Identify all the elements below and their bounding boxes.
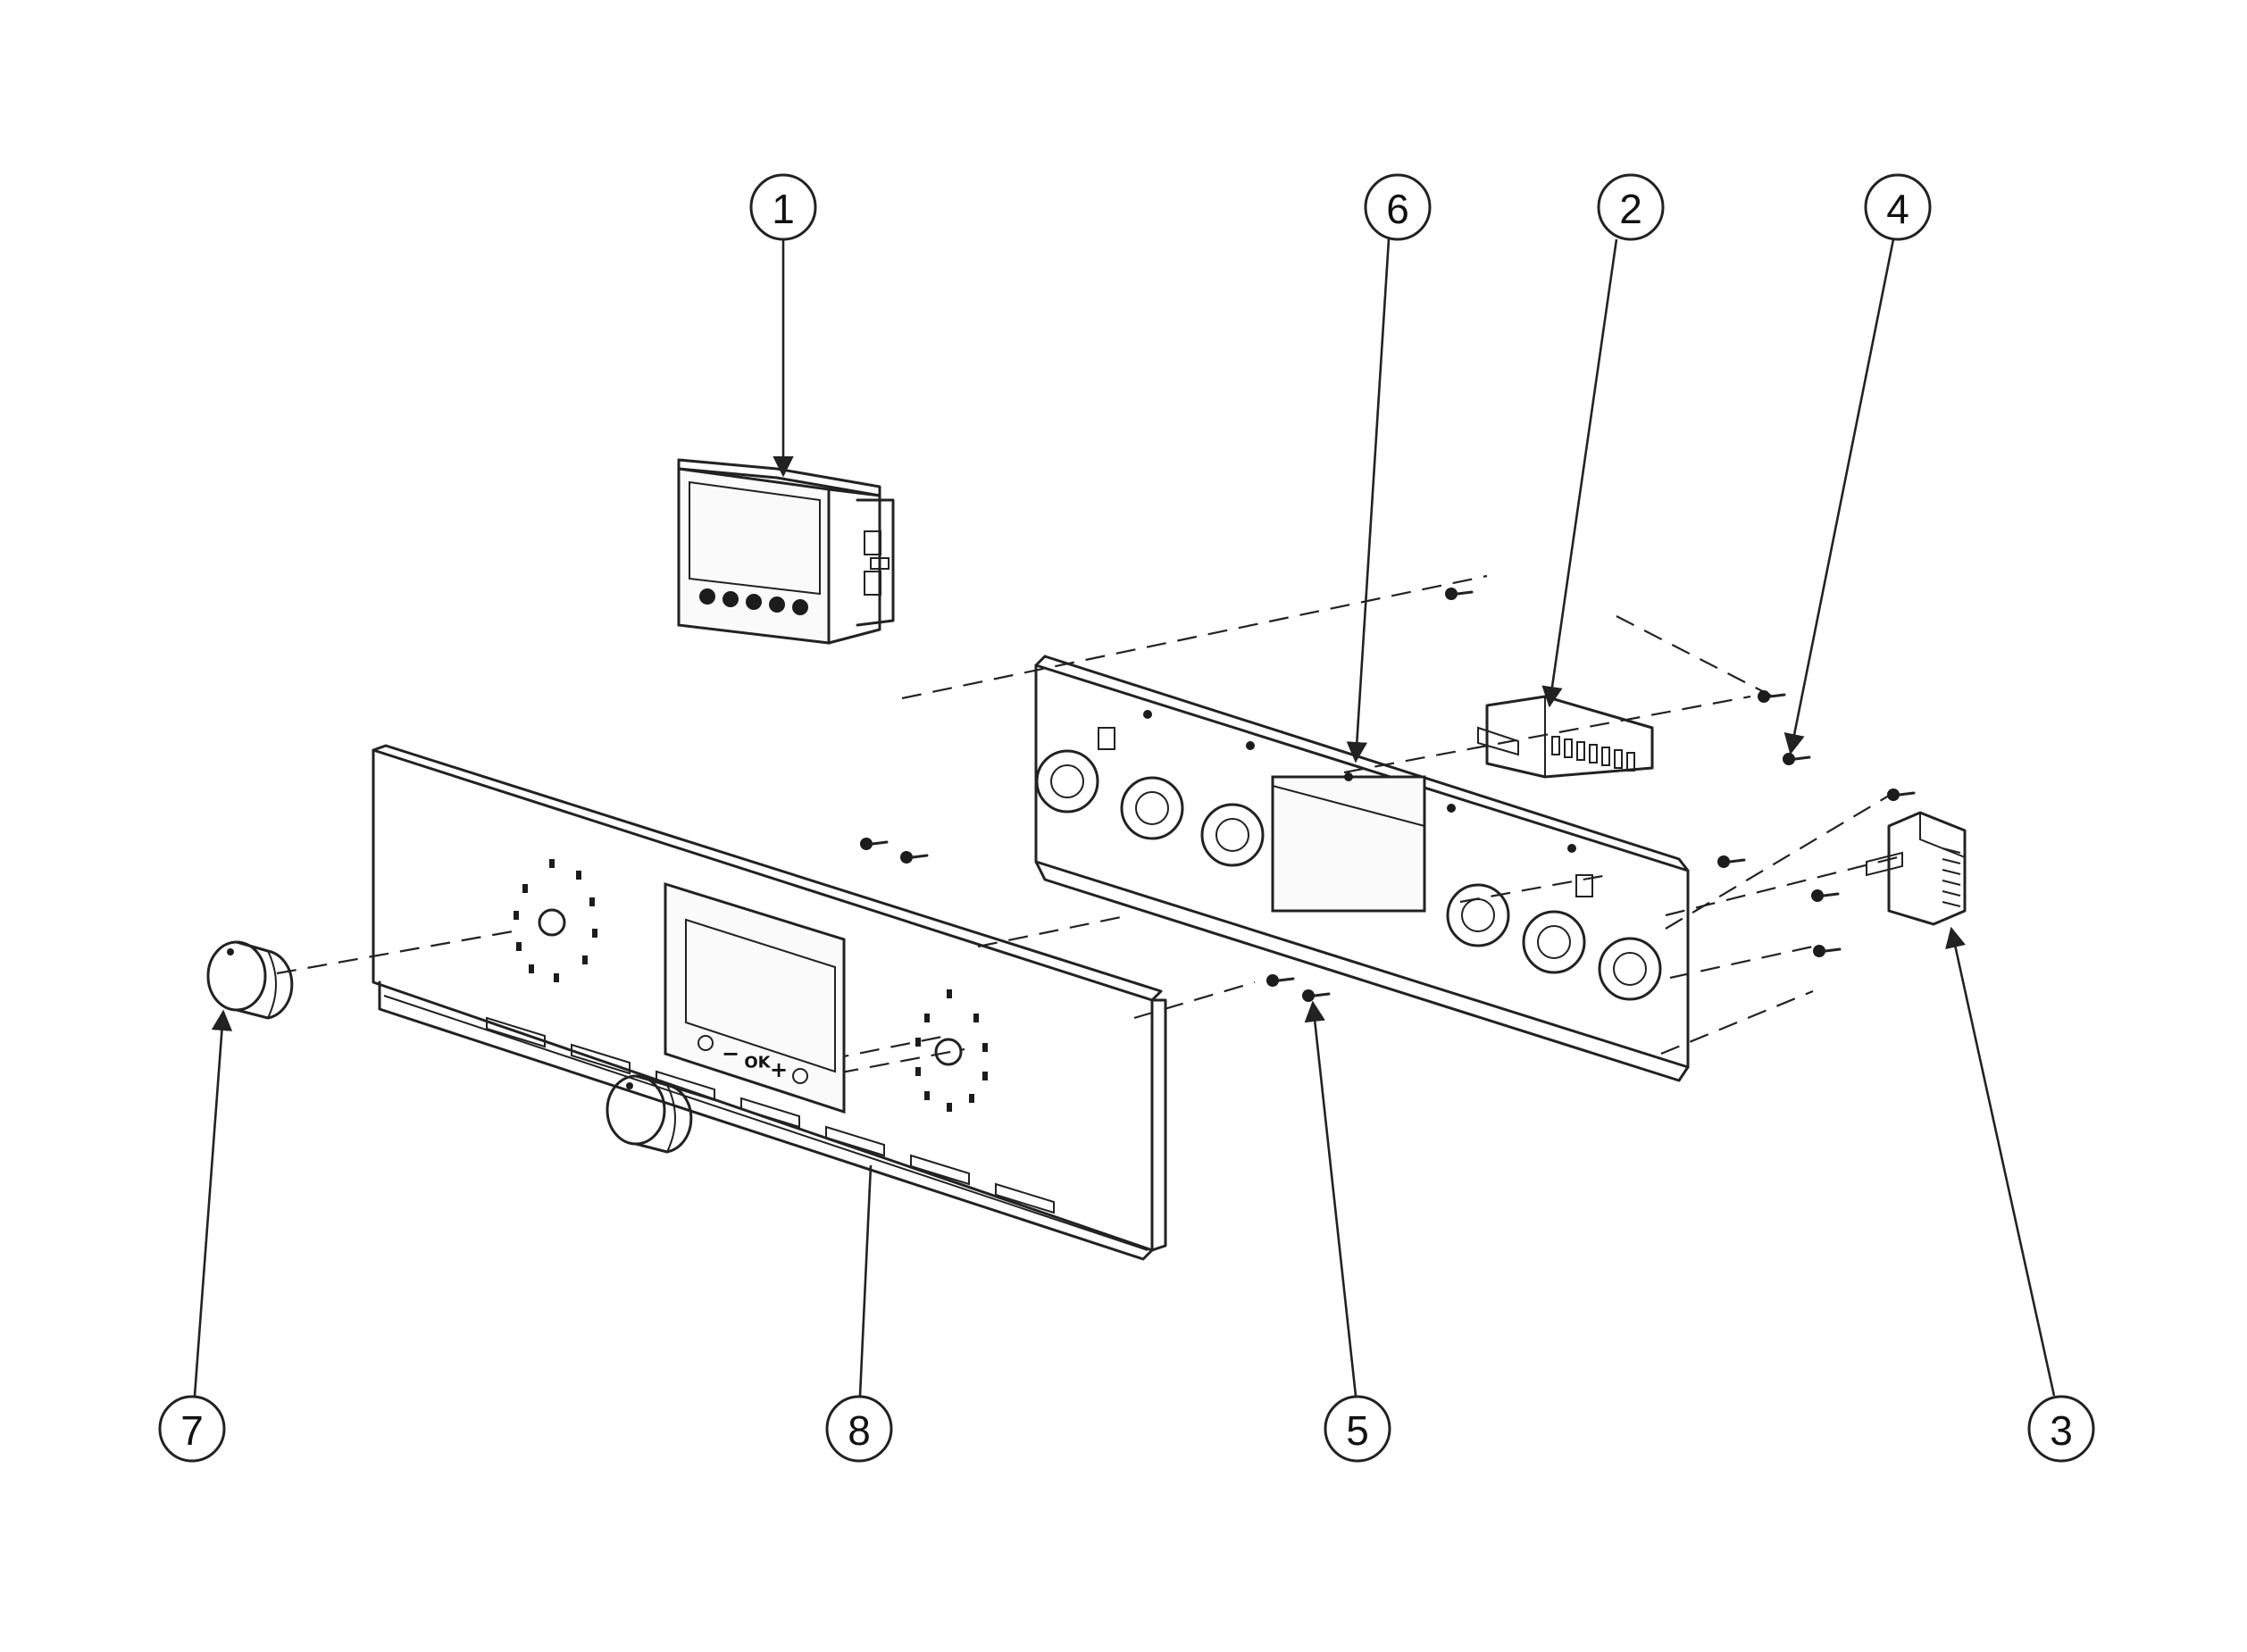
minus-button-glyph: −	[722, 1041, 739, 1066]
callout-2-label: 2	[1619, 186, 1642, 232]
screws	[860, 588, 1916, 1002]
control-knob-front	[606, 1074, 693, 1154]
callout-7-label: 7	[180, 1407, 204, 1454]
callout-1: 1	[749, 173, 817, 241]
display-module	[677, 458, 895, 645]
callout-3: 3	[2027, 1395, 2095, 1463]
callout-6-label: 6	[1386, 186, 1409, 232]
plus-button-glyph: +	[770, 1057, 788, 1082]
callout-4-label: 4	[1886, 186, 1909, 232]
front-control-panel: − OK +	[372, 744, 1167, 1261]
callout-5: 5	[1324, 1395, 1391, 1463]
callout-5-label: 5	[1346, 1407, 1369, 1454]
callout-6: 6	[1364, 173, 1432, 241]
callout-8: 8	[825, 1395, 893, 1463]
ok-button-glyph: OK	[744, 1054, 771, 1072]
selector-switch	[1866, 811, 1967, 926]
callout-7: 7	[158, 1395, 226, 1463]
callout-2: 2	[1597, 173, 1665, 241]
leader-lines	[193, 238, 2056, 1397]
terminal-block	[1477, 695, 1654, 779]
callout-4: 4	[1864, 173, 1932, 241]
callout-3-label: 3	[2050, 1407, 2073, 1454]
callout-8-label: 8	[848, 1407, 871, 1454]
assembly-guide-lines	[276, 574, 1899, 1080]
bracket-rail	[1034, 655, 1690, 1082]
callout-1-label: 1	[772, 186, 795, 232]
control-knob-left	[206, 940, 294, 1020]
